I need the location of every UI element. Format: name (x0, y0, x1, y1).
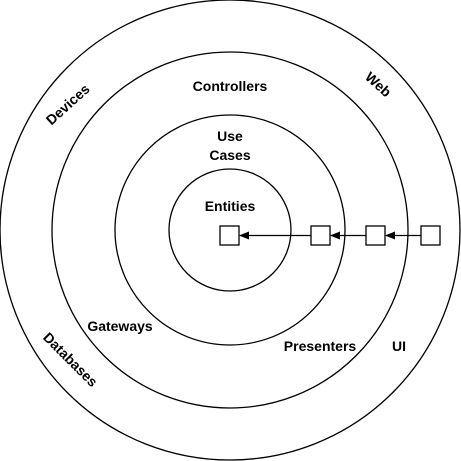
entities-label: Entities (205, 198, 256, 214)
adapters-ring (51, 51, 409, 409)
use-cases-box (310, 225, 331, 246)
controllers-label: Controllers (193, 78, 268, 94)
ui-label: UI (392, 338, 406, 354)
use-cases-label-line1: Use (217, 128, 243, 144)
adapters-box (365, 225, 386, 246)
web-label: Web (362, 69, 394, 101)
gateways-label: Gateways (87, 318, 153, 334)
use-cases-label-line2: Cases (209, 147, 250, 163)
outer-box (420, 225, 441, 246)
databases-label: Databases (40, 329, 101, 390)
use-cases-ring (114, 114, 346, 346)
presenters-label: Presenters (284, 338, 357, 354)
entities-box (219, 225, 240, 246)
entities-ring (168, 168, 292, 292)
